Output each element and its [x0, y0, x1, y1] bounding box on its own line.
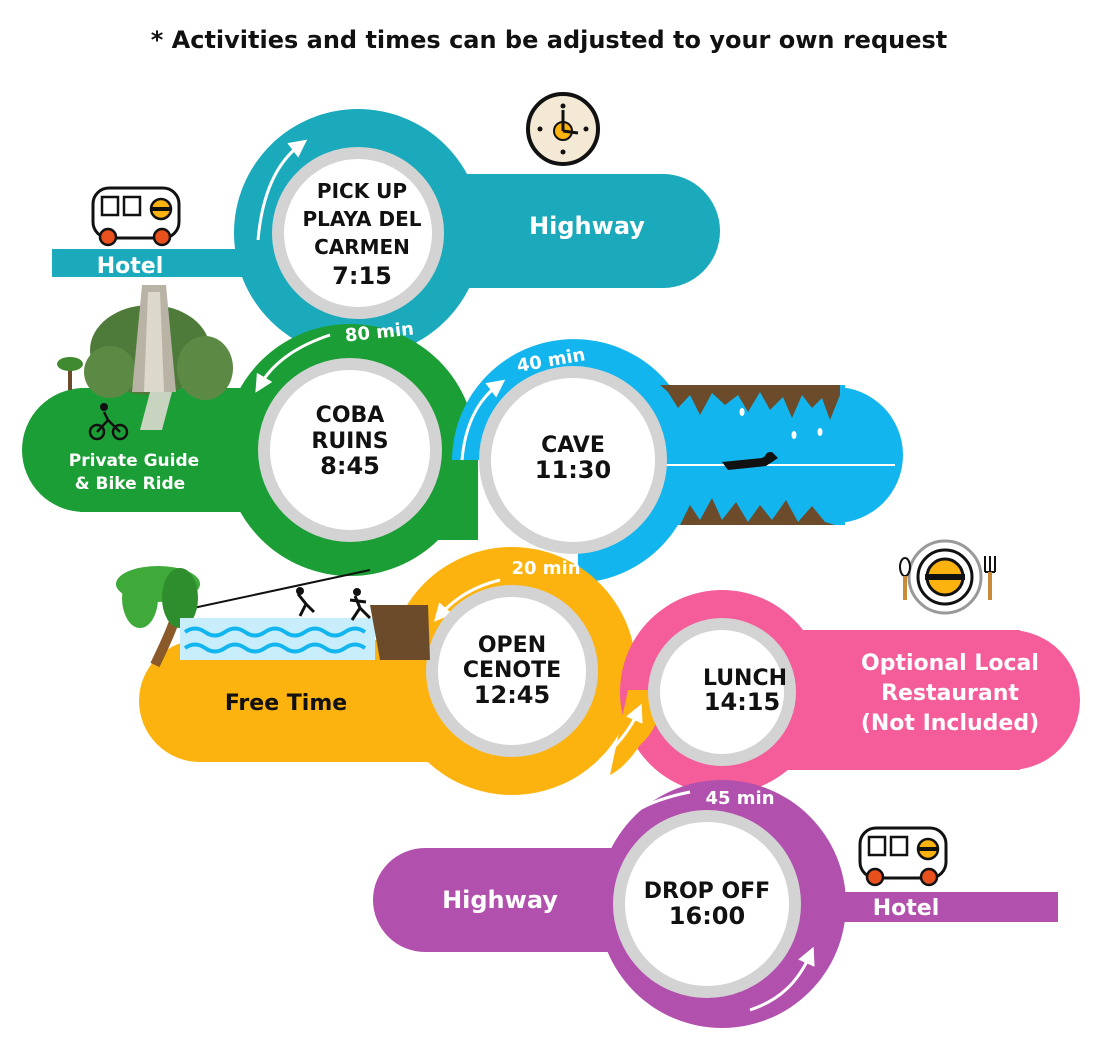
drip-2 [791, 431, 797, 439]
free-time-label: Free Time [225, 691, 347, 716]
duration-to-dropoff: 45 min [705, 788, 774, 809]
arrow-to-dropoff [601, 790, 691, 848]
arrow-to-coba [255, 333, 331, 393]
adjustment-note: * Activities and times can be adjusted t… [150, 26, 948, 54]
bus-icon-end [858, 826, 948, 887]
highway-top-cap [606, 174, 720, 288]
bike-icon [88, 403, 129, 441]
clock-icon [526, 92, 600, 166]
lunch-label-line2: Restaurant [881, 681, 1019, 706]
cenote-time: 12:45 [474, 681, 550, 709]
cenote-line2: CENOTE [463, 658, 561, 683]
cave-time: 11:30 [535, 456, 611, 484]
coba-stop: COBA RUINS 8:45 [258, 358, 442, 542]
pickup-line3: CARMEN [314, 235, 410, 259]
cave-band-cap [767, 387, 903, 523]
free-time-cap [139, 640, 261, 762]
highway-bottom-cap [373, 848, 477, 952]
bus-icon-start [91, 186, 181, 247]
duration-to-cenote: 20 min [511, 558, 580, 579]
coba-line1: COBA [316, 403, 385, 428]
drip-3 [817, 428, 823, 436]
lunch-stop: LUNCH 14:15 [648, 618, 796, 766]
cenote-line1: OPEN [478, 633, 546, 658]
guide-label-line2: & Bike Ride [75, 474, 185, 494]
lunch-time: 14:15 [704, 688, 780, 716]
stalagmites [680, 498, 835, 525]
palm-tree-icon-left [57, 357, 83, 390]
pickup-ring [272, 147, 444, 319]
pickup-line1: PICK UP [317, 179, 407, 203]
cave-stop: CAVE 11:30 [479, 366, 667, 554]
lunch-line1: LUNCH [703, 666, 787, 691]
drip-1 [739, 408, 745, 416]
orange-overlap [610, 690, 661, 775]
spoon-icon [899, 557, 911, 577]
arrow-to-hotel-end [749, 946, 815, 1012]
dropoff-time: 16:00 [669, 902, 745, 930]
coba-pyramid-illustration [84, 285, 233, 430]
hotel-end-label: Hotel [873, 896, 940, 921]
cave-line1: CAVE [541, 433, 605, 458]
dropoff-stop: DROP OFF 16:00 [613, 810, 801, 998]
cave-illustration [660, 385, 895, 525]
lunch-band-cap [940, 630, 1080, 770]
green-joint [420, 460, 478, 540]
stalactites [660, 385, 840, 420]
zipline-illustration [116, 566, 430, 668]
zipliner-icon [296, 593, 316, 617]
arrow-to-cenote [434, 578, 501, 622]
highway-top-label: Highway [529, 212, 645, 240]
hotel-start-label: Hotel [97, 254, 164, 279]
highway-bottom-label: Highway [442, 886, 558, 914]
green-left-cap [22, 388, 146, 512]
diver-head-icon [765, 452, 775, 462]
plate-cutlery-icon [899, 539, 996, 615]
pickup-line2: PLAYA DEL [303, 207, 422, 231]
coba-ring [258, 358, 442, 542]
coba-time: 8:45 [320, 452, 380, 480]
cave-ring [479, 366, 667, 554]
arrow-to-pickup [256, 139, 308, 241]
arrow-to-lunch [599, 703, 643, 762]
cenote-stop: OPEN CENOTE 12:45 [426, 585, 598, 757]
dropoff-ring [613, 810, 801, 998]
pickup-time: 7:15 [332, 262, 392, 290]
coba-line2: RUINS [311, 429, 388, 454]
cenote-ring [426, 585, 598, 757]
hotel-end-road [800, 892, 1058, 945]
guide-label-line1: Private Guide [69, 451, 199, 471]
arrow-to-cave [460, 379, 506, 461]
lunch-label-line1: Optional Local [861, 651, 1039, 676]
jumper-icon [349, 595, 372, 621]
dropoff-line1: DROP OFF [644, 879, 770, 904]
lunch-ring [648, 618, 796, 766]
hotel-start-road [52, 249, 252, 277]
fork-icon [984, 556, 996, 573]
lunch-label-line3: (Not Included) [861, 711, 1039, 736]
diver-icon [722, 452, 778, 470]
pickup-stop: PICK UP PLAYA DEL CARMEN 7:15 [272, 147, 444, 319]
